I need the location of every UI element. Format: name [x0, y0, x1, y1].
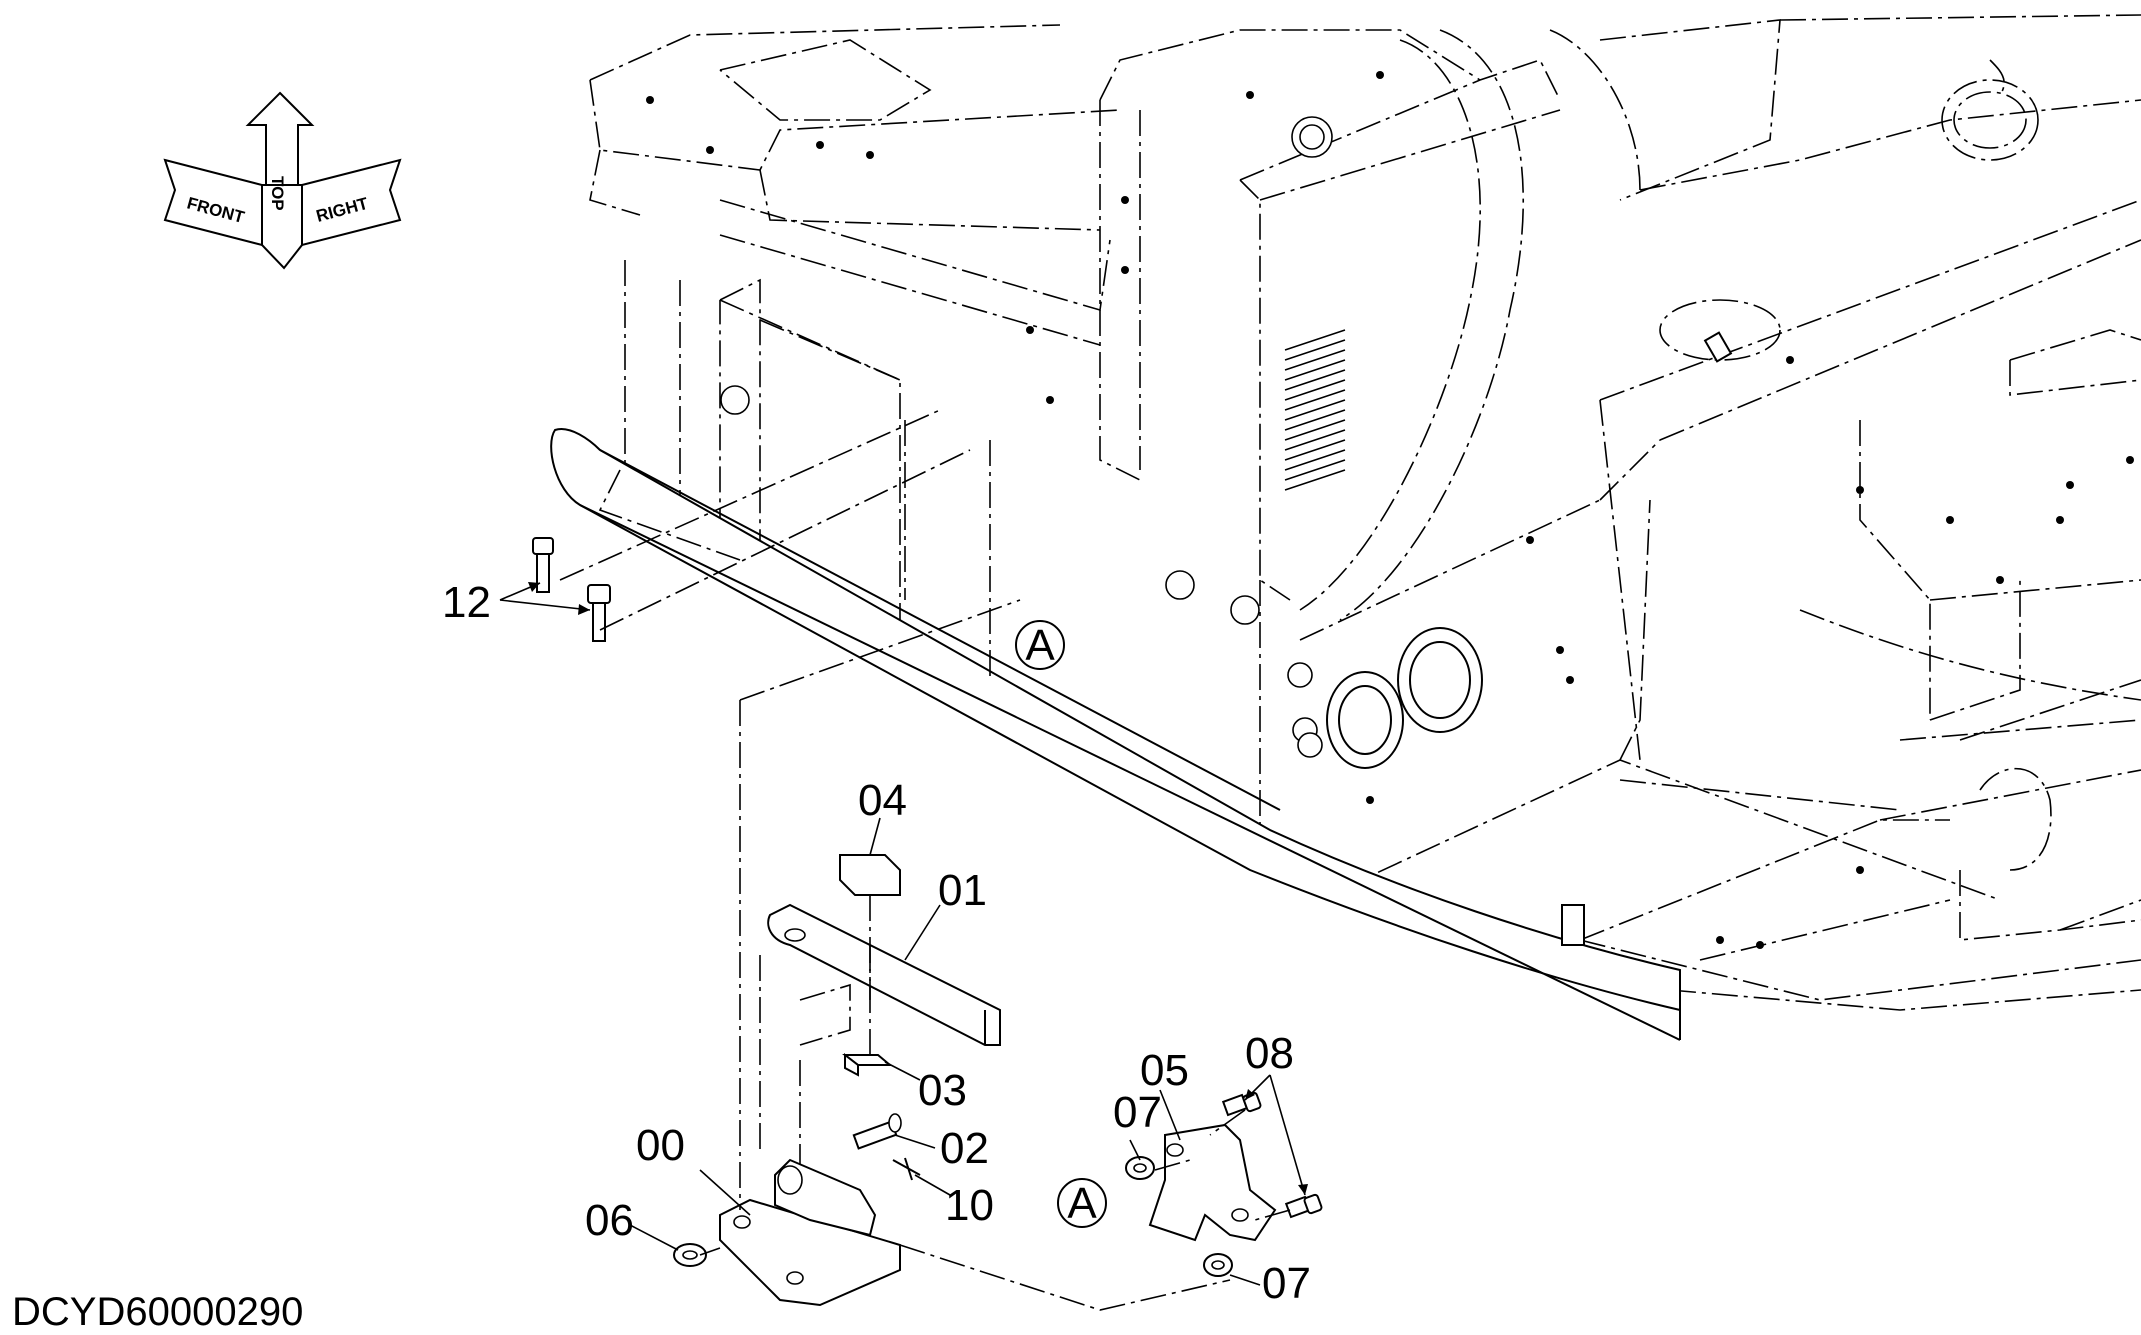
- base-plate-icon: [719, 1198, 901, 1307]
- bolt-head-icon: [1287, 662, 1313, 688]
- arm-icon: [767, 903, 1001, 1046]
- bolt-icon: [532, 537, 554, 555]
- part-08-bolts: [1221, 1091, 1323, 1219]
- callout-07-upper: 07: [1113, 1088, 1162, 1137]
- detail-marker-a-upper: A: [1015, 620, 1065, 670]
- cotter-pin-icon: [892, 1159, 921, 1176]
- detail-marker-a-lower: A: [1057, 1178, 1107, 1228]
- callout-05: 05: [1140, 1046, 1189, 1095]
- bolt-12-a: [532, 537, 554, 593]
- bolt-head-icon: [720, 385, 750, 415]
- bracket-icon: [1561, 904, 1585, 946]
- ring-icon: [1941, 79, 2039, 161]
- callout-01: 01: [938, 866, 987, 915]
- detail-marker-label: A: [1025, 621, 1055, 670]
- bolt-shank: [536, 553, 550, 593]
- part-07-washer-b: [1203, 1253, 1233, 1277]
- bolt-icon: [1703, 331, 1733, 363]
- machine-frame: [589, 14, 2141, 1011]
- grille-icon: [1284, 329, 1346, 491]
- callout-12: 12: [442, 578, 491, 627]
- orientation-top-label: TOP: [268, 176, 287, 211]
- frame-fasteners: [646, 71, 2134, 949]
- leader-lines: [499, 582, 1308, 1286]
- part-03-pad: [842, 1052, 893, 1077]
- callout-00: 00: [636, 1121, 685, 1170]
- callout-03: 03: [918, 1066, 967, 1115]
- bolt-head-icon: [1297, 732, 1323, 758]
- bolt-12-b: [587, 584, 611, 642]
- callout-02: 02: [940, 1124, 989, 1173]
- detail-marker-label: A: [1067, 1179, 1097, 1228]
- part-02-pin: [852, 1113, 902, 1150]
- bracket-icon: [1148, 1123, 1277, 1242]
- bolt-head-icon: [1165, 570, 1195, 600]
- callout-labels: 12 04 01 03 02 10 00 06 07 05 08 07: [442, 578, 1311, 1308]
- callout-04: 04: [858, 776, 907, 825]
- part-05-bracket: [1148, 1123, 1277, 1242]
- bolt-head-icon: [1230, 595, 1260, 625]
- bolt-shank: [592, 602, 606, 642]
- part-01-arm: [767, 903, 1001, 1046]
- part-10-cotter: [892, 1157, 921, 1181]
- assembly-lines: [559, 409, 1291, 1311]
- part-06-washer: [673, 1243, 707, 1267]
- callout-10: 10: [945, 1181, 994, 1230]
- callout-08: 08: [1245, 1029, 1294, 1078]
- part-04-pad: [839, 854, 901, 896]
- callout-07-lower: 07: [1262, 1259, 1311, 1308]
- pad-icon: [839, 854, 901, 896]
- small-pad-icon: [844, 1052, 859, 1077]
- part-07-washer-a: [1125, 1156, 1155, 1180]
- front-arrow-icon: [163, 158, 263, 247]
- callout-06: 06: [585, 1196, 634, 1245]
- drawing-id: DCYD60000290: [12, 1290, 303, 1334]
- orientation-indicator: FRONT RIGHT TOP: [163, 91, 402, 270]
- part-00-bracket: [719, 1158, 901, 1307]
- bolt-icon: [587, 584, 611, 604]
- front-bumper-rail: [550, 428, 1681, 1041]
